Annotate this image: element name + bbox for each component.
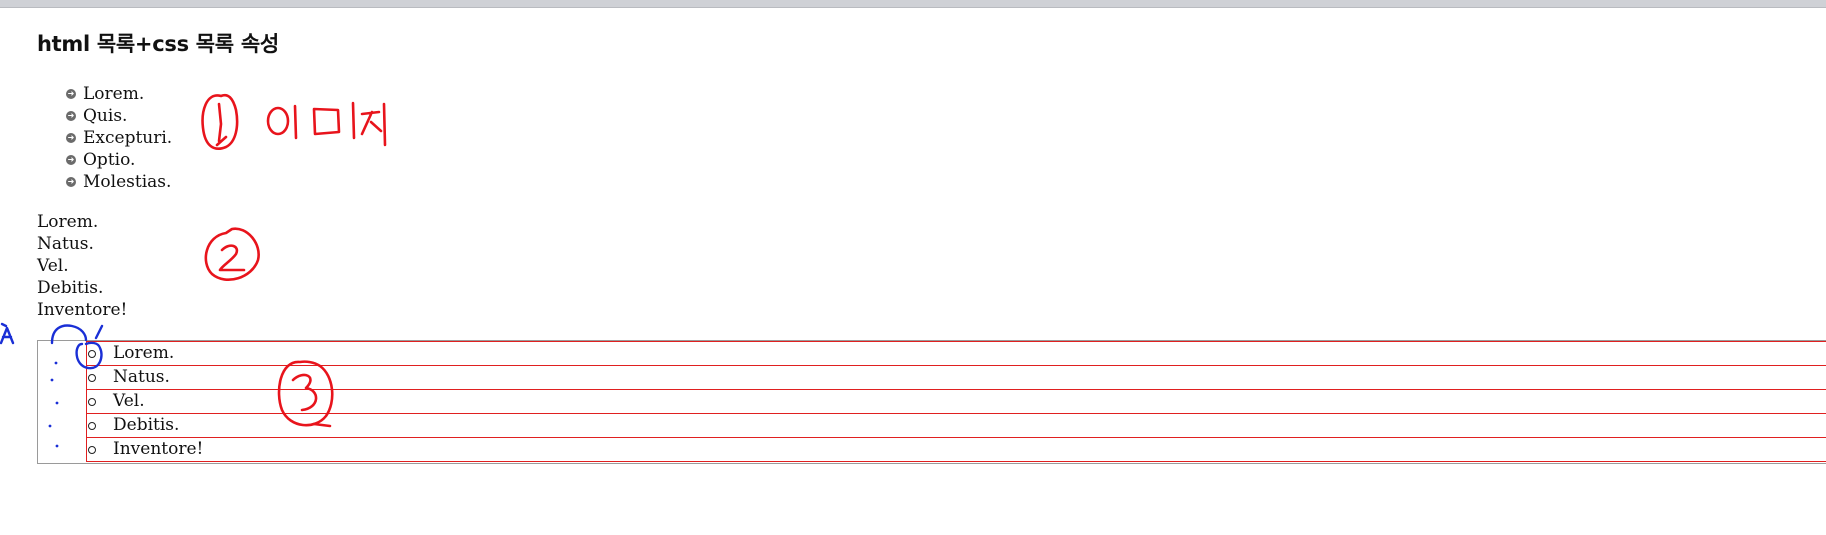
list-item: ➜ Excepturi.	[66, 127, 172, 149]
circle-icon	[88, 398, 96, 406]
list-item: ➜ Lorem.	[66, 83, 172, 105]
circle-icon	[88, 422, 96, 430]
list-item-label: Lorem.	[83, 84, 145, 104]
circle-arrow-icon: ➜	[66, 155, 76, 165]
list-item-label: Debitis.	[113, 415, 180, 435]
circle-arrow-icon: ➜	[66, 177, 76, 187]
image-bullet-list: ➜ Lorem. ➜ Quis. ➜ Excepturi. ➜ Optio. ➜ Mole…	[66, 83, 172, 193]
list-item-label: Optio.	[83, 150, 136, 170]
circle-arrow-icon: ➜	[66, 133, 76, 143]
list-item: Inventore!	[37, 300, 128, 320]
list-item: Lorem.	[37, 212, 99, 232]
list-item-label: Inventore!	[113, 439, 204, 459]
list-item: Natus.	[86, 365, 1826, 390]
browser-top-bar	[0, 0, 1826, 8]
list-item: Vel.	[37, 256, 69, 276]
circle-arrow-icon: ➜	[66, 111, 76, 121]
list-item-label: Vel.	[113, 391, 145, 411]
list-item-label: Excepturi.	[83, 128, 173, 148]
list-item: Natus.	[37, 234, 94, 254]
annotation-note-1	[201, 93, 387, 150]
list-item-label: Lorem.	[113, 343, 175, 363]
circle-1-outline	[201, 93, 239, 150]
circle-2-outline	[204, 227, 260, 281]
circle-icon	[88, 350, 96, 358]
list-item: Vel.	[86, 389, 1826, 414]
list-item: ➜ Optio.	[66, 149, 172, 171]
page-title: html 목록+css 목록 속성	[37, 32, 279, 56]
digit-2-stroke	[218, 244, 246, 272]
list-item: Lorem.	[86, 341, 1826, 366]
annotation-note-2	[204, 227, 260, 281]
list-item: ➜ Quis.	[66, 105, 172, 127]
digit-1-stroke	[215, 102, 228, 147]
list-item-label: Molestias.	[83, 172, 172, 192]
list-item-label: Natus.	[113, 367, 170, 387]
circle-arrow-icon: ➜	[66, 89, 76, 99]
circle-icon	[88, 374, 96, 382]
no-bullet-list: Lorem. Natus. Vel. Debitis. Inventore!	[37, 211, 127, 321]
list-item-label: Quis.	[83, 106, 128, 126]
letter-a-stroke	[0, 322, 15, 345]
list-item: Debitis.	[86, 413, 1826, 438]
list-item: ➜ Molestias.	[66, 171, 172, 193]
list-item: Debitis.	[37, 278, 104, 298]
list-item: Inventore!	[86, 437, 1826, 462]
circle-icon	[88, 446, 96, 454]
bordered-list-box	[37, 340, 1826, 464]
bordered-list: Lorem. Natus. Vel. Debitis. Inventore!	[86, 341, 1826, 462]
